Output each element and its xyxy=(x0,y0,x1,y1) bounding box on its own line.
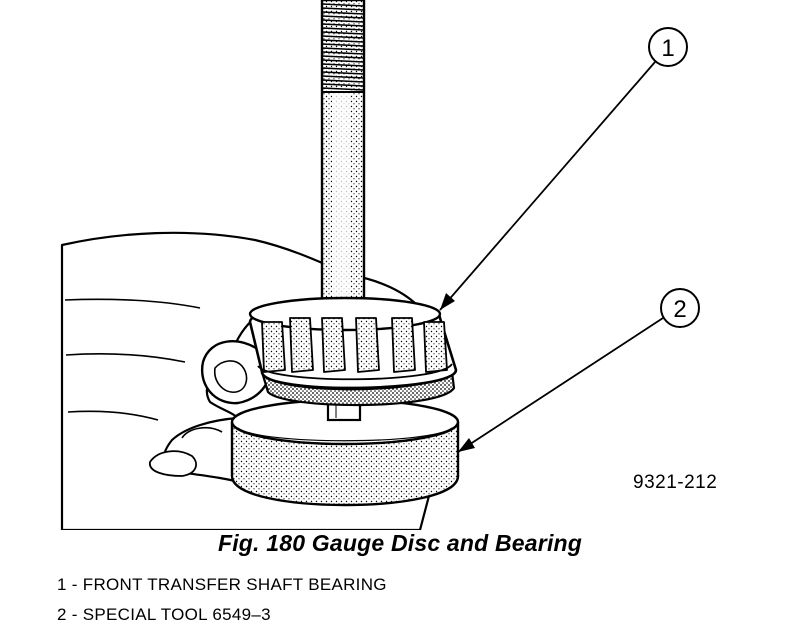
callout-2-number: 2 xyxy=(673,296,686,323)
bearing-roller xyxy=(355,317,380,373)
callout-1-number: 1 xyxy=(661,35,674,62)
thread-line xyxy=(321,79,365,83)
gauge-disc xyxy=(230,398,460,507)
thread-line xyxy=(321,11,365,15)
bearing-roller xyxy=(261,321,286,373)
thread-line xyxy=(321,59,365,63)
thread-line xyxy=(321,27,365,31)
thread-line xyxy=(321,3,365,7)
thread-line xyxy=(321,55,365,59)
thread-line xyxy=(321,83,365,87)
callout-2: 2 xyxy=(457,288,700,453)
bearing-roller xyxy=(289,317,314,373)
figure-code: 9321-212 xyxy=(633,472,718,493)
illustration: 1 2 xyxy=(60,0,700,530)
thread-line xyxy=(321,31,365,35)
thread-line xyxy=(321,67,365,71)
figure-caption: Fig. 180 Gauge Disc and Bearing xyxy=(217,530,583,556)
thread-line xyxy=(321,51,365,55)
thread-line xyxy=(321,63,365,67)
callout-1: 1 xyxy=(439,27,688,311)
thread-line xyxy=(321,71,365,75)
thread-line xyxy=(321,47,365,51)
thread-line xyxy=(321,75,365,79)
legend-item-2: 2 - SPECIAL TOOL 6549–3 xyxy=(57,605,271,624)
thread-line xyxy=(321,7,365,11)
legend-item-1: 1 - FRONT TRANSFER SHAFT BEARING xyxy=(57,575,387,594)
thread-line xyxy=(321,43,365,47)
bearing-roller xyxy=(391,317,416,373)
bearing-roller xyxy=(321,317,346,373)
thread-line xyxy=(321,23,365,27)
thread-line xyxy=(321,19,365,23)
hand xyxy=(60,231,432,530)
thread-line xyxy=(321,39,365,43)
bearing xyxy=(248,296,458,407)
thread-line xyxy=(321,35,365,39)
thread-line xyxy=(321,15,365,19)
thread-line xyxy=(321,87,365,91)
bearing-roller xyxy=(423,321,448,373)
